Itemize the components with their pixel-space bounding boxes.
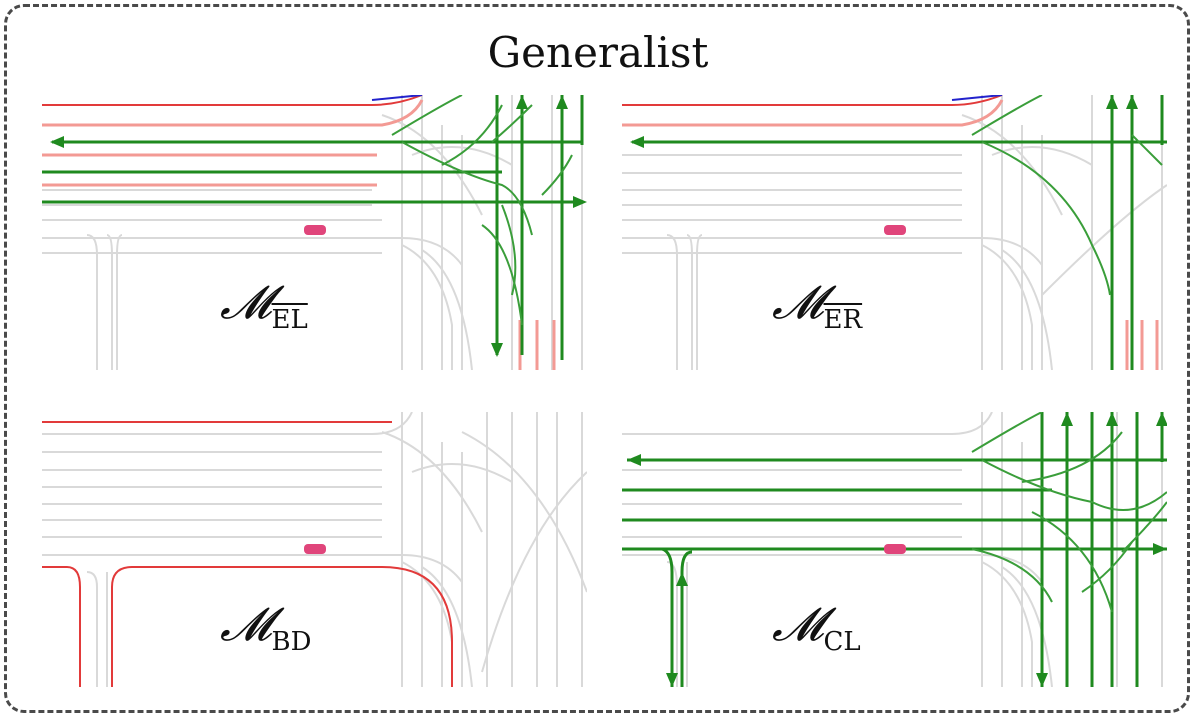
panel-cl: 𝓜CL (622, 412, 1167, 687)
panel-el-map (42, 95, 587, 370)
connector-lanes (391, 95, 573, 326)
panel-cl-map (622, 412, 1167, 687)
connector-lanes (971, 95, 1163, 296)
ego-car-icon (884, 225, 906, 235)
lane-centerlines (42, 95, 584, 360)
panel-bd-map (42, 412, 587, 687)
panel-cl-label: 𝓜CL (772, 597, 861, 657)
panel-bd-label: 𝓜BD (220, 597, 312, 657)
direction-arrows (50, 95, 587, 357)
panel-el-label: 𝓜EL (220, 275, 308, 335)
panel-er-map (622, 95, 1167, 370)
connector-lanes (971, 412, 1167, 613)
road-network (42, 412, 587, 687)
panel-er: 𝓜ER (622, 95, 1167, 370)
lane-centerlines (632, 95, 1167, 370)
panel-er-label: 𝓜ER (772, 275, 863, 335)
ego-car-icon (884, 544, 906, 554)
direction-arrows (627, 412, 1167, 687)
direction-arrows (630, 95, 1138, 148)
figure-title: Generalist (487, 28, 709, 77)
ego-car-icon (304, 544, 326, 554)
ego-car-icon (304, 225, 326, 235)
road-boundaries (622, 95, 1159, 370)
panel-bd: 𝓜BD (42, 412, 587, 687)
panel-el-subscript: EL (271, 305, 308, 335)
panel-cl-subscript: CL (823, 627, 861, 657)
panel-bd-subscript: BD (271, 627, 312, 657)
panel-el: 𝓜EL (42, 95, 587, 370)
panel-er-subscript: ER (823, 305, 863, 335)
outer-dashed-frame (4, 4, 1190, 713)
road-boundaries (42, 421, 453, 687)
road-network (622, 95, 1167, 370)
road-boundaries (42, 95, 556, 370)
